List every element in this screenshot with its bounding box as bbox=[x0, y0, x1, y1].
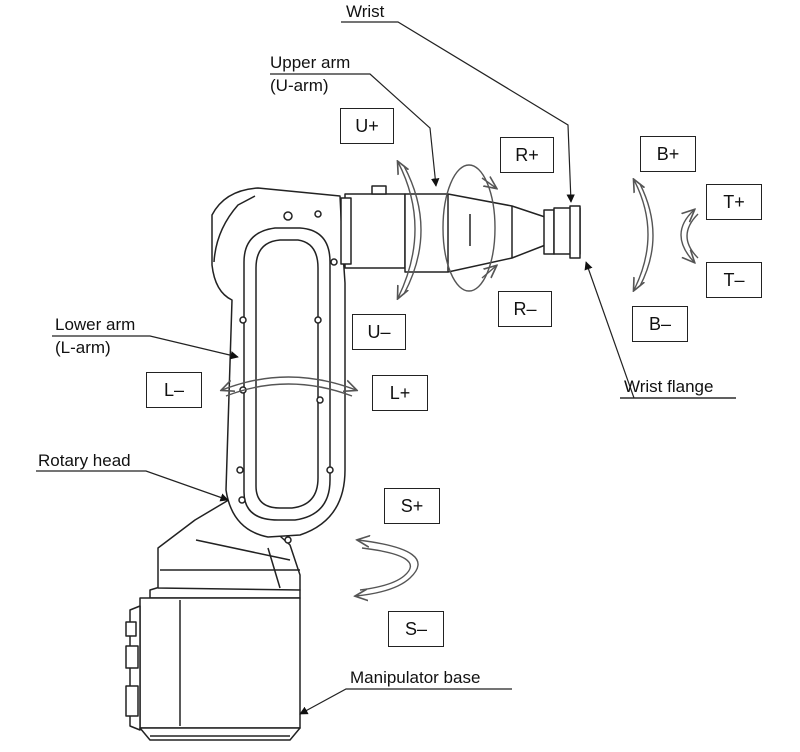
rotary-head-leader bbox=[36, 470, 229, 502]
b-minus-box: B– bbox=[632, 306, 688, 342]
lower-arm-label: Lower arm bbox=[55, 315, 136, 334]
t-minus-box: T– bbox=[706, 262, 762, 298]
upper-arm-body bbox=[340, 185, 581, 273]
upper-arm-label: Upper arm bbox=[270, 53, 351, 72]
wrist-leader bbox=[341, 21, 575, 203]
r-plus-box: R+ bbox=[500, 137, 554, 173]
rotary-head-label: Rotary head bbox=[38, 451, 131, 470]
upper-arm-leader bbox=[270, 73, 440, 187]
l-minus-box: L– bbox=[146, 372, 202, 408]
b-axis-arrow bbox=[634, 180, 649, 290]
manipulator-base-label: Manipulator base bbox=[350, 668, 481, 687]
l-axis-arrow bbox=[222, 376, 356, 390]
u-minus-box: U– bbox=[352, 314, 406, 350]
b-axis-arrow-inner bbox=[639, 183, 654, 287]
u-plus-box: U+ bbox=[340, 108, 394, 144]
lower-arm-leader bbox=[52, 335, 239, 360]
r-minus-box: R– bbox=[498, 291, 552, 327]
l-plus-box: L+ bbox=[372, 375, 428, 411]
r-axis-tip-bottom bbox=[481, 266, 496, 279]
base-leader bbox=[299, 688, 512, 715]
s-plus-box: S+ bbox=[384, 488, 440, 524]
s-axis-arrow bbox=[356, 540, 419, 596]
lower-arm-body bbox=[211, 187, 346, 538]
upper-arm-sub-label: (U-arm) bbox=[270, 76, 329, 95]
wrist-label: Wrist bbox=[346, 2, 385, 21]
t-plus-box: T+ bbox=[706, 184, 762, 220]
s-axis-arrow-inner bbox=[359, 547, 411, 591]
manipulator-base-body bbox=[125, 583, 301, 741]
u-axis-arrow bbox=[398, 162, 416, 298]
lower-arm-sub-label: (L-arm) bbox=[55, 338, 111, 357]
wrist-flange-label: Wrist flange bbox=[624, 377, 714, 396]
u-axis-arrow-inner bbox=[403, 165, 422, 295]
t-axis-arrow-inner bbox=[686, 213, 699, 259]
s-minus-box: S– bbox=[388, 611, 444, 647]
b-plus-box: B+ bbox=[640, 136, 696, 172]
l-axis-arrow-inner bbox=[225, 383, 353, 397]
r-axis-arrow bbox=[442, 164, 496, 292]
t-axis-arrow bbox=[680, 210, 694, 262]
r-axis-tip-top bbox=[481, 178, 496, 188]
